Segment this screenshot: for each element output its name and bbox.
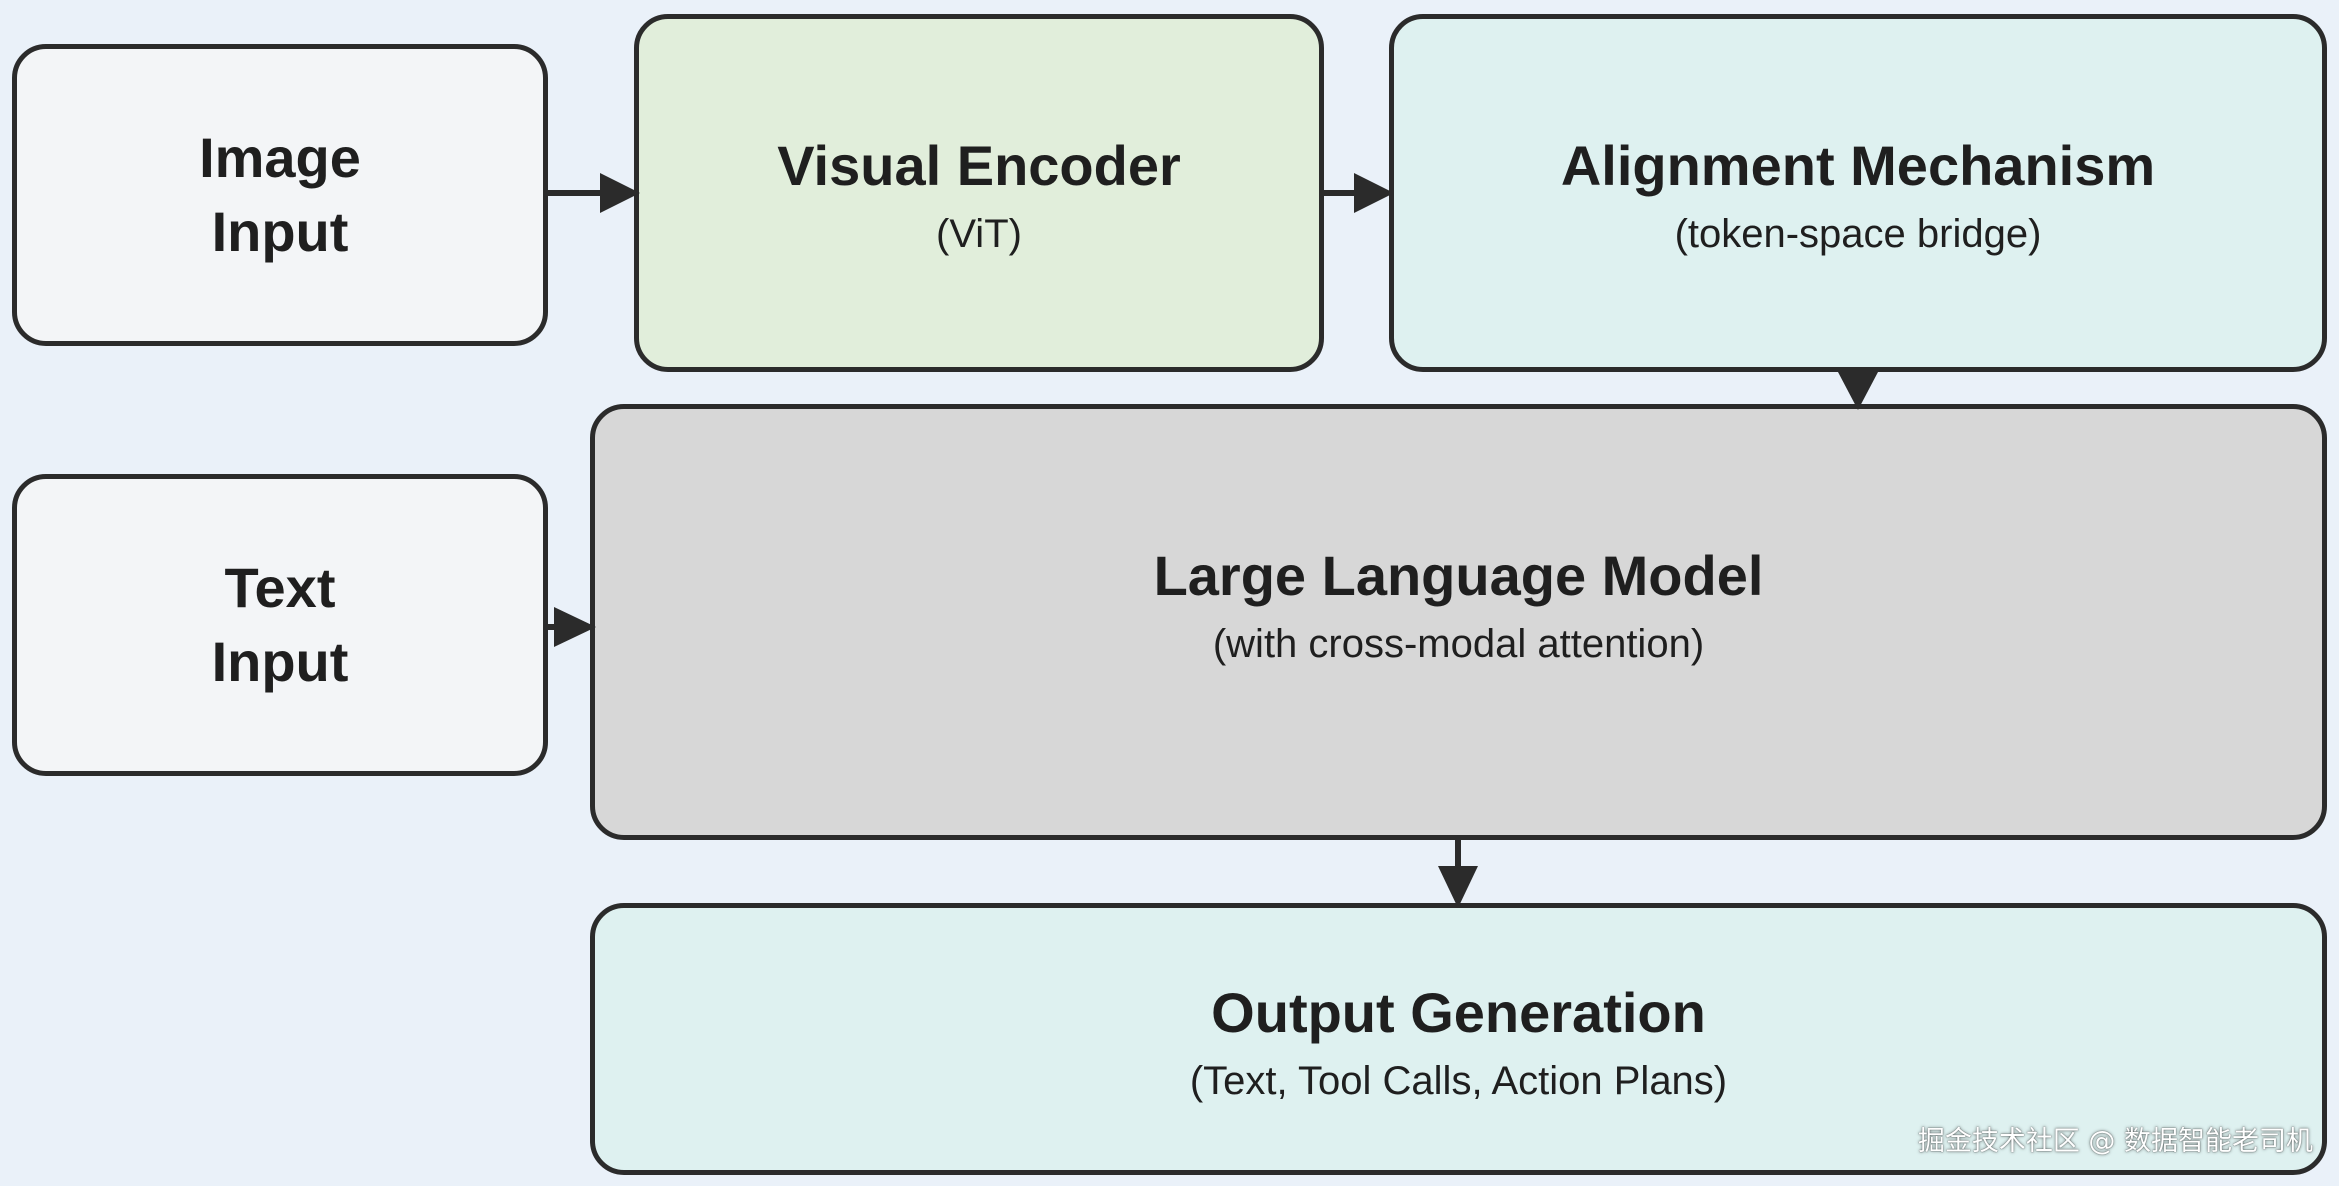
alignment-mechanism-node: Alignment Mechanism (token-space bridge) xyxy=(1389,14,2327,372)
visual-encoder-node: Visual Encoder (ViT) xyxy=(634,14,1324,372)
output-generation-title: Output Generation xyxy=(1211,981,1706,1044)
text-input-title: Text Input xyxy=(211,556,349,693)
output-generation-subtitle: (Text, Tool Calls, Action Plans) xyxy=(1189,1059,1728,1103)
large-language-model-title: Large Language Model xyxy=(1153,544,1764,607)
alignment-mechanism-title: Alignment Mechanism xyxy=(1560,134,2156,197)
large-language-model-node: Large Language Model (with cross-modal a… xyxy=(590,404,2327,840)
arrow-llm-to-output-head xyxy=(1438,866,1478,908)
visual-encoder-subtitle: (ViT) xyxy=(936,212,1022,256)
image-input-title: Image Input xyxy=(199,126,361,263)
large-language-model-subtitle: (with cross-modal attention) xyxy=(1212,622,1705,666)
alignment-mechanism-subtitle: (token-space bridge) xyxy=(1674,212,2042,256)
text-input-node: Text Input xyxy=(12,474,548,776)
visual-encoder-title: Visual Encoder xyxy=(777,134,1181,197)
output-generation-node: Output Generation (Text, Tool Calls, Act… xyxy=(590,903,2327,1175)
watermark-text: 掘金技术社区 @ 数据智能老司机 xyxy=(1917,1126,2313,1157)
image-input-node: Image Input xyxy=(12,44,548,346)
arrow-encoder-to-alignment-head xyxy=(1354,173,1394,213)
